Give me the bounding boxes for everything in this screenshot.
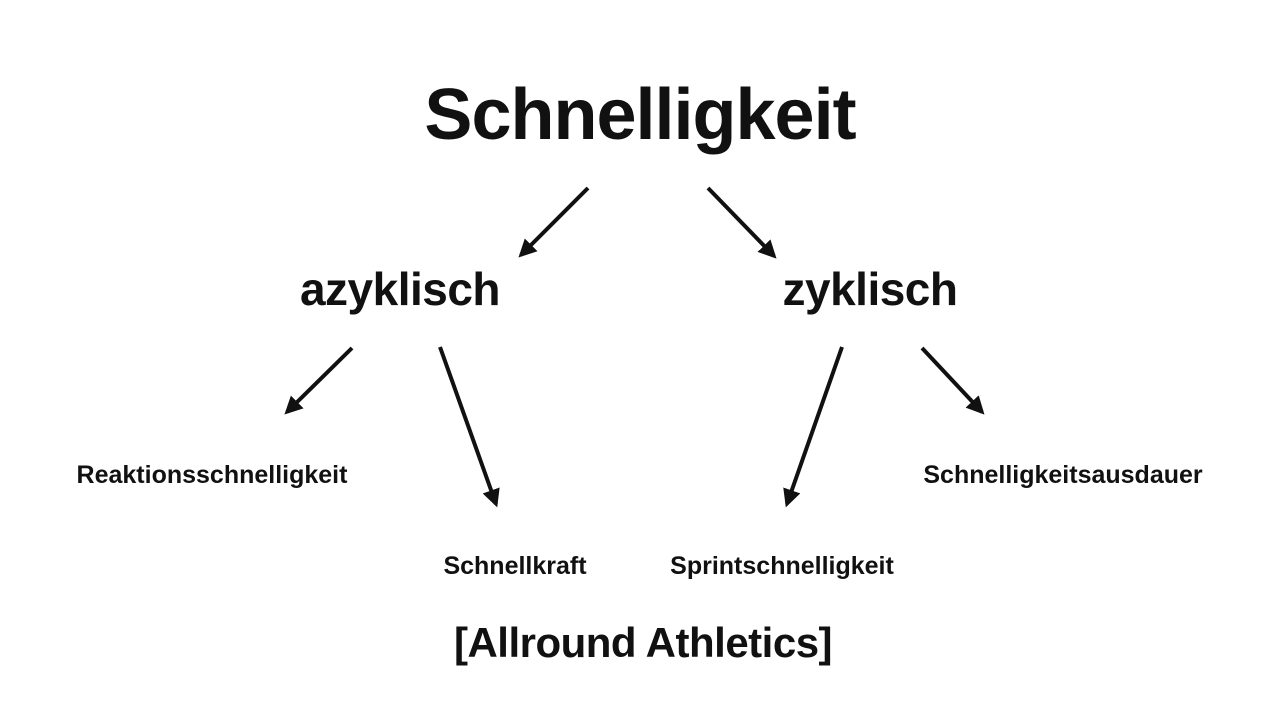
arrow-zyklisch-to-sprintschnelligkeit bbox=[783, 346, 844, 508]
attribution-text: [Allround Athletics] bbox=[453, 619, 833, 666]
node-schnellkraft: Schnellkraft bbox=[443, 552, 587, 580]
node-zyklisch: zyklisch bbox=[782, 263, 959, 315]
arrow-schnelligkeit-to-zyklisch bbox=[706, 186, 777, 259]
node-schnelligkeit: Schnelligkeit bbox=[424, 75, 856, 155]
node-reaktionsschnelligkeit: Reaktionsschnelligkeit bbox=[76, 461, 348, 489]
arrow-zyklisch-to-schnelligkeitsausdauer bbox=[920, 346, 985, 415]
node-sprintschnelligkeit: Sprintschnelligkeit bbox=[670, 552, 894, 580]
node-azyklisch: azyklisch bbox=[299, 263, 501, 315]
arrow-schnelligkeit-to-azyklisch bbox=[518, 186, 590, 258]
arrow-azyklisch-to-schnellkraft bbox=[438, 346, 500, 508]
arrow-azyklisch-to-reaktionsschnelligkeit bbox=[284, 346, 354, 415]
node-schnelligkeitsausdauer: Schnelligkeitsausdauer bbox=[923, 461, 1203, 489]
